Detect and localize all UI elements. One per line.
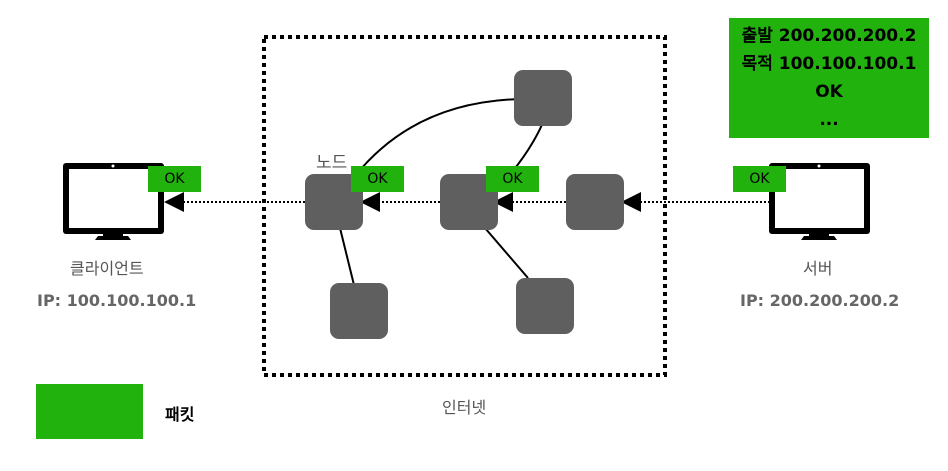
client-packet-tag: OK [148, 166, 201, 192]
internet-label: 인터넷 [442, 398, 487, 417]
legend-packet-label: 패킷 [165, 405, 195, 424]
node-server-side [566, 174, 624, 230]
packet-payload-line: OK [815, 82, 843, 102]
link-node-mid-node-top [511, 121, 544, 173]
link-node1-node-top [354, 98, 524, 177]
packet-destination-line: 목적 100.100.100.1 [741, 54, 917, 74]
packet-more-line: ... [819, 110, 839, 130]
node-top [514, 70, 572, 126]
node-packet-tag: OK [351, 166, 404, 192]
link-node1-node-bottom-left [339, 227, 355, 286]
node-client-side [305, 174, 363, 230]
link-node-mid-node-bottom-right [484, 227, 529, 279]
node-middle-packet-tag: OK [486, 166, 539, 192]
node-label: 노드 [316, 153, 348, 173]
node-bottom-left [330, 283, 388, 339]
packet-detail-box: 출발 200.200.200.2 목적 100.100.100.1 OK ... [729, 18, 929, 138]
node-bottom-right [516, 278, 574, 334]
packet-source-line: 출발 200.200.200.2 [741, 26, 917, 46]
server-label: 서버 [803, 259, 833, 278]
client-monitor-icon [63, 163, 164, 240]
server-ip: IP: 200.200.200.2 [740, 291, 900, 310]
server-packet-tag: OK [733, 166, 786, 192]
client-label: 클라이언트 [70, 259, 144, 278]
client-ip: IP: 100.100.100.1 [37, 291, 197, 310]
node-middle [440, 174, 498, 230]
internet-boundary [262, 35, 667, 377]
server-monitor-icon [769, 163, 870, 240]
legend-packet-swatch [36, 384, 143, 439]
